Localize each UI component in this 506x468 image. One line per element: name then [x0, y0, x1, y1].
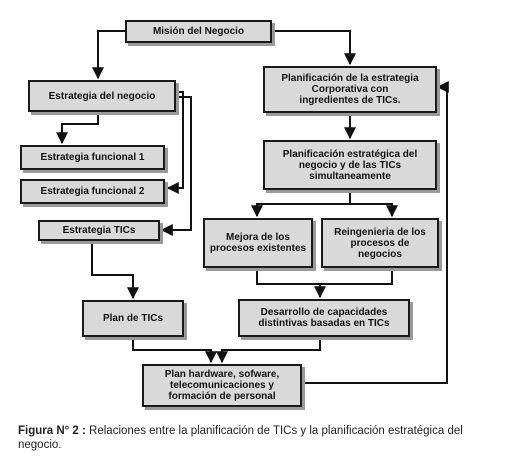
node-estrategia-del-negocio: Estrategia del negocio: [28, 80, 176, 112]
connector-plan-hardware-feedback: [302, 81, 449, 384]
node-estrategia-funcional-1: Estrategia funcional 1: [20, 145, 165, 170]
node-planificacion-simultanea: Planificación estratégica del negocio y …: [263, 140, 437, 190]
connector-estrategia-negocio-to-funcional-1: [56, 112, 99, 145]
caption-text: Relaciones entre la planificación de TIC…: [18, 425, 463, 451]
connector-mision-to-estrategia-negocio: [92, 30, 125, 80]
node-planificacion-corporativa: Planificación de la estrategia Corporati…: [263, 66, 437, 113]
figure-caption: Figura N° 2 : Relaciones entre la planif…: [18, 424, 488, 452]
node-mision-del-negocio: Misión del Negocio: [125, 20, 272, 43]
node-reingenieria: Reingenieria de los procesos de negocios: [321, 218, 439, 268]
node-mejora-procesos: Mejora de los procesos existentes: [203, 218, 313, 268]
diagram-connectors: [56, 30, 449, 384]
connector-simultanea-to-mejora: [251, 190, 351, 218]
caption-label: Figura N° 2 :: [18, 425, 86, 437]
connector-mision-to-planificacion-corporativa: [272, 30, 356, 66]
connector-plan-tics-to-plan-hardware: [132, 337, 217, 364]
connector-estrategia-tics-to-plan-tics: [91, 240, 139, 300]
node-estrategia-tics: Estrategia TICs: [38, 220, 160, 241]
connector-estrategia-negocio-to-funcional-2: [166, 91, 184, 194]
node-plan-de-tics: Plan de TICs: [82, 300, 184, 337]
connector-mejora-to-desarrollo: [256, 268, 326, 299]
node-desarrollo-capacidades: Desarrollo de capacidades distintivas ba…: [238, 299, 410, 337]
node-estrategia-funcional-2: Estrategia funcional 2: [20, 179, 165, 204]
connector-desarrollo-to-plan-hardware: [216, 337, 321, 364]
connector-estrategia-negocio-to-estrategia-tics: [160, 96, 192, 236]
connector-simultanea-to-reingenieria: [350, 203, 398, 218]
connector-reingenieria-to-desarrollo: [320, 268, 393, 285]
node-plan-hardware: Plan hardware, sofware, telecomunicacion…: [142, 364, 302, 407]
